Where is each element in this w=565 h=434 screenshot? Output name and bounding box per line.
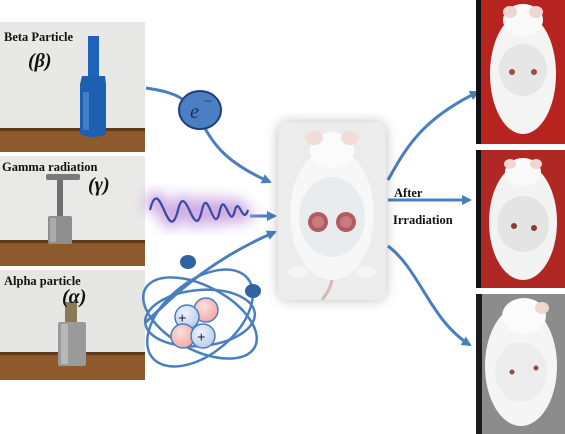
electron-icon: e − — [178, 90, 222, 130]
alpha-symbol: (α) — [62, 286, 87, 308]
after-label: After — [394, 186, 423, 200]
gamma-source-label: Gamma radiation — [2, 160, 98, 174]
proton-sign-2: + — [197, 330, 206, 346]
central-mouse-card — [278, 122, 386, 300]
arrow-to-bottom — [387, 244, 472, 347]
beta-source-label: Beta Particle — [4, 30, 74, 44]
outcome-photo-bottom — [476, 294, 565, 434]
electron-label: e — [190, 101, 199, 123]
outcome-photo-top — [476, 0, 565, 144]
proton-sign-1: + — [178, 311, 187, 327]
beta-source-photo — [0, 22, 145, 152]
electron-charge: − — [204, 94, 212, 110]
gamma-wave-icon — [143, 191, 255, 229]
alpha-atom-icon: + + — [141, 255, 261, 368]
alpha-source-label: Alpha particle — [4, 274, 81, 288]
alpha-source-photo — [0, 270, 145, 380]
beta-symbol: (β) — [28, 50, 52, 72]
arrow-to-top — [386, 90, 480, 181]
gamma-symbol: (γ) — [88, 174, 110, 196]
outcome-photo-middle — [476, 150, 565, 288]
gamma-source-photo — [0, 156, 145, 266]
irradiated-mouse-image — [278, 122, 386, 300]
irradiation-label: Irradiation — [393, 213, 453, 227]
